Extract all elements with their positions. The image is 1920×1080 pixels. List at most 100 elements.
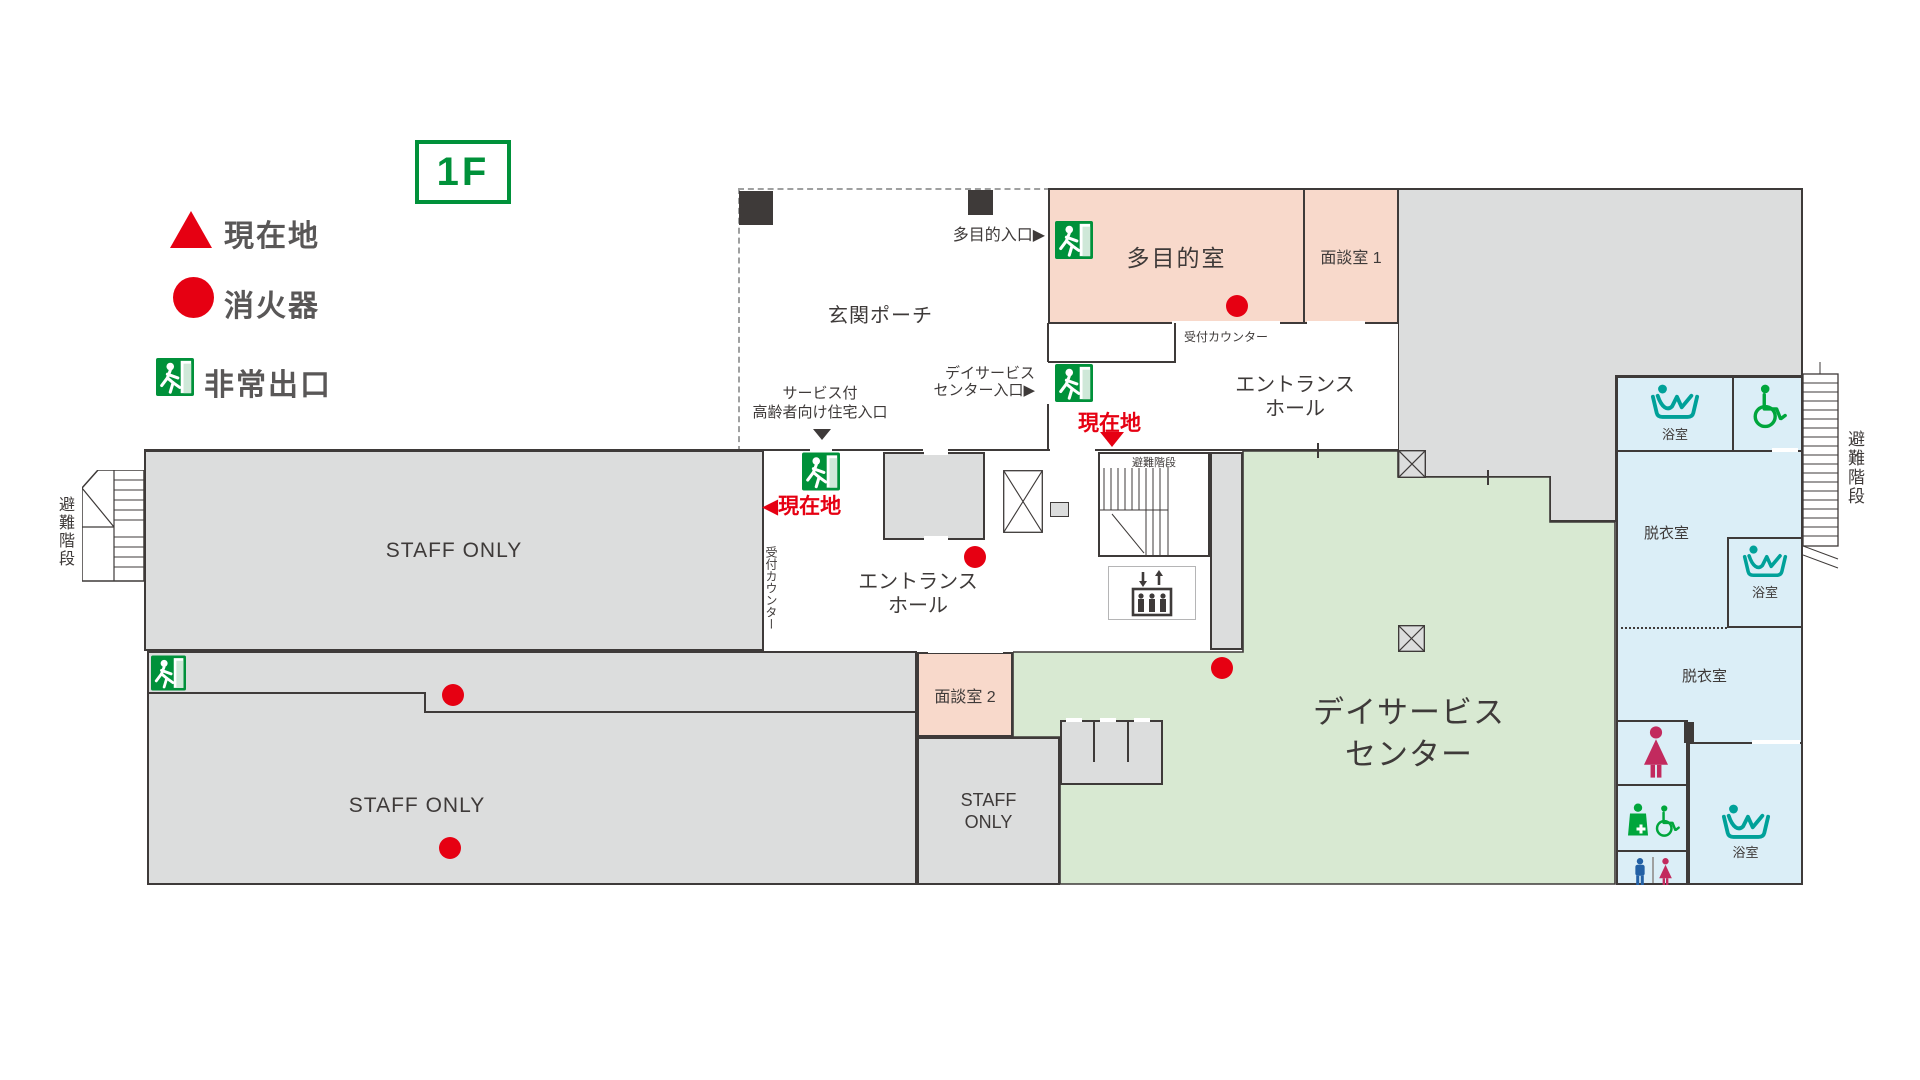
bath-2-label: 浴室 — [1751, 585, 1778, 600]
entrance-hall-upper-label: エントランス ホール — [1235, 374, 1355, 420]
emergency-exit-icon — [802, 452, 840, 491]
door-gap — [1050, 448, 1095, 452]
wall — [1047, 404, 1049, 450]
counter-wall — [1048, 361, 1175, 363]
evacuation-stairs-left-label: 避難階段 — [56, 496, 73, 568]
wall — [144, 449, 1398, 451]
wall — [1093, 720, 1095, 762]
porch-label: 玄関ポーチ — [828, 305, 933, 327]
staff-only-upper-room: STAFF ONLY — [144, 450, 764, 651]
senior-housing-entrance-label: サービス付 高齢者向け住宅入口 — [752, 385, 888, 421]
column-crossed-box — [1398, 625, 1425, 652]
wall — [1047, 323, 1049, 362]
mens-womens-toilet — [1616, 852, 1688, 885]
legend-current-location-triangle — [170, 211, 212, 248]
column-crossed-box — [1398, 450, 1426, 478]
fire-extinguisher-dot — [1226, 295, 1248, 317]
legend-fire-extinguisher-label: 消火器 — [224, 290, 320, 323]
core-gray-band — [1210, 452, 1243, 650]
staff-only-lower-room — [147, 651, 917, 885]
changing-room-1-label: 脱衣室 — [1644, 525, 1690, 542]
staff-only-small-room: STAFF ONLY — [917, 737, 1060, 885]
door-gap — [1172, 321, 1280, 325]
day-service-entrance-label: デイサービス センター入口▶ — [933, 365, 1035, 400]
wheelchair-icon — [1750, 384, 1788, 430]
floor-badge: 1F — [415, 140, 511, 204]
bath-room-1 — [1616, 376, 1734, 452]
emergency-exit-icon — [1055, 363, 1093, 403]
womens-toilet — [1616, 720, 1688, 786]
bathtub-icon — [1650, 384, 1700, 421]
reception-counter-lower-label: 受付カウンター — [764, 546, 778, 630]
small-rooms-block — [1060, 720, 1163, 785]
door-gap — [1134, 718, 1150, 722]
changing-room-2-label: 脱衣室 — [1682, 668, 1728, 685]
evacuation-stairs-center — [1098, 452, 1210, 557]
fire-extinguisher-dot — [442, 684, 464, 706]
door-gap — [1100, 718, 1116, 722]
wall — [424, 692, 426, 713]
woman-icon — [1657, 858, 1674, 885]
fire-extinguisher-dot — [1211, 657, 1233, 679]
stairs-treads — [1100, 466, 1169, 555]
bath-3-label: 浴室 — [1732, 845, 1759, 860]
door-block — [1684, 722, 1694, 743]
wall-stub — [1050, 502, 1069, 517]
accessible-toilet — [1616, 786, 1688, 852]
evacuation-stairs-right — [1803, 362, 1839, 569]
bathtub-icon — [1742, 545, 1788, 579]
day-service-center-label: デイサービス センター — [1313, 695, 1505, 772]
legend-fire-extinguisher-dot — [173, 277, 214, 318]
entrance-hall-lower-label: エントランス ホール — [858, 571, 978, 617]
multipurpose-entrance-label: 多目的入口▶ — [952, 227, 1045, 244]
woman-icon — [1640, 726, 1672, 778]
wall — [424, 711, 917, 713]
senior-housing-entrance-triangle — [813, 429, 831, 440]
day-service-center-area — [1013, 450, 1616, 885]
entrance-porch-area — [738, 188, 1050, 452]
staff-only-lower-label: STAFF ONLY — [348, 794, 486, 817]
legend-current-location-label: 現在地 — [224, 220, 320, 253]
accessible-room — [1734, 376, 1803, 452]
evacuation-stairs-right-label: 避難階段 — [1845, 430, 1864, 506]
legend-emergency-exit-icon — [156, 357, 194, 397]
pillar — [739, 191, 773, 225]
bath-room-3 — [1688, 742, 1803, 885]
bath-room-2 — [1727, 537, 1803, 628]
counter-wall — [1174, 323, 1176, 363]
evacuation-stairs-left — [82, 470, 145, 582]
legend-emergency-exit-label: 非常出口 — [204, 369, 332, 402]
door-gap — [924, 536, 948, 541]
emergency-exit-icon — [151, 654, 186, 692]
fire-extinguisher-dot — [964, 546, 986, 568]
door-gap — [810, 448, 832, 452]
door-gap — [1066, 718, 1082, 722]
man-icon — [1631, 858, 1649, 885]
wheelchair-icon — [1653, 805, 1681, 838]
meeting-room-2: 面談室 2 — [917, 652, 1013, 737]
door-gap — [924, 450, 948, 455]
care-person-icon — [1626, 803, 1650, 838]
bath-complex — [1616, 376, 1803, 885]
reception-counter-upper-label: 受付カウンター — [1184, 330, 1269, 344]
wall — [1127, 720, 1129, 762]
elevator-shaft-symbol — [1003, 470, 1043, 533]
divider — [1652, 857, 1654, 883]
tick-mark — [1317, 443, 1319, 458]
tick-mark — [1487, 470, 1489, 485]
bathtub-icon — [1721, 804, 1771, 841]
current-location-center-triangle — [1100, 432, 1124, 447]
emergency-exit-icon — [1055, 220, 1093, 260]
door-gap — [1772, 448, 1798, 452]
door-gap — [1752, 740, 1800, 744]
bath-1-label: 浴室 — [1661, 427, 1688, 442]
door-gap — [1307, 321, 1365, 325]
fire-extinguisher-dot — [439, 837, 461, 859]
dotted-divider — [1616, 627, 1727, 629]
meeting-room-1: 面談室 1 — [1303, 188, 1399, 324]
core-gray-block — [883, 452, 985, 540]
door-gap — [928, 649, 1003, 653]
pillar — [968, 190, 993, 215]
current-location-center-label: 現在地 — [1078, 412, 1141, 435]
